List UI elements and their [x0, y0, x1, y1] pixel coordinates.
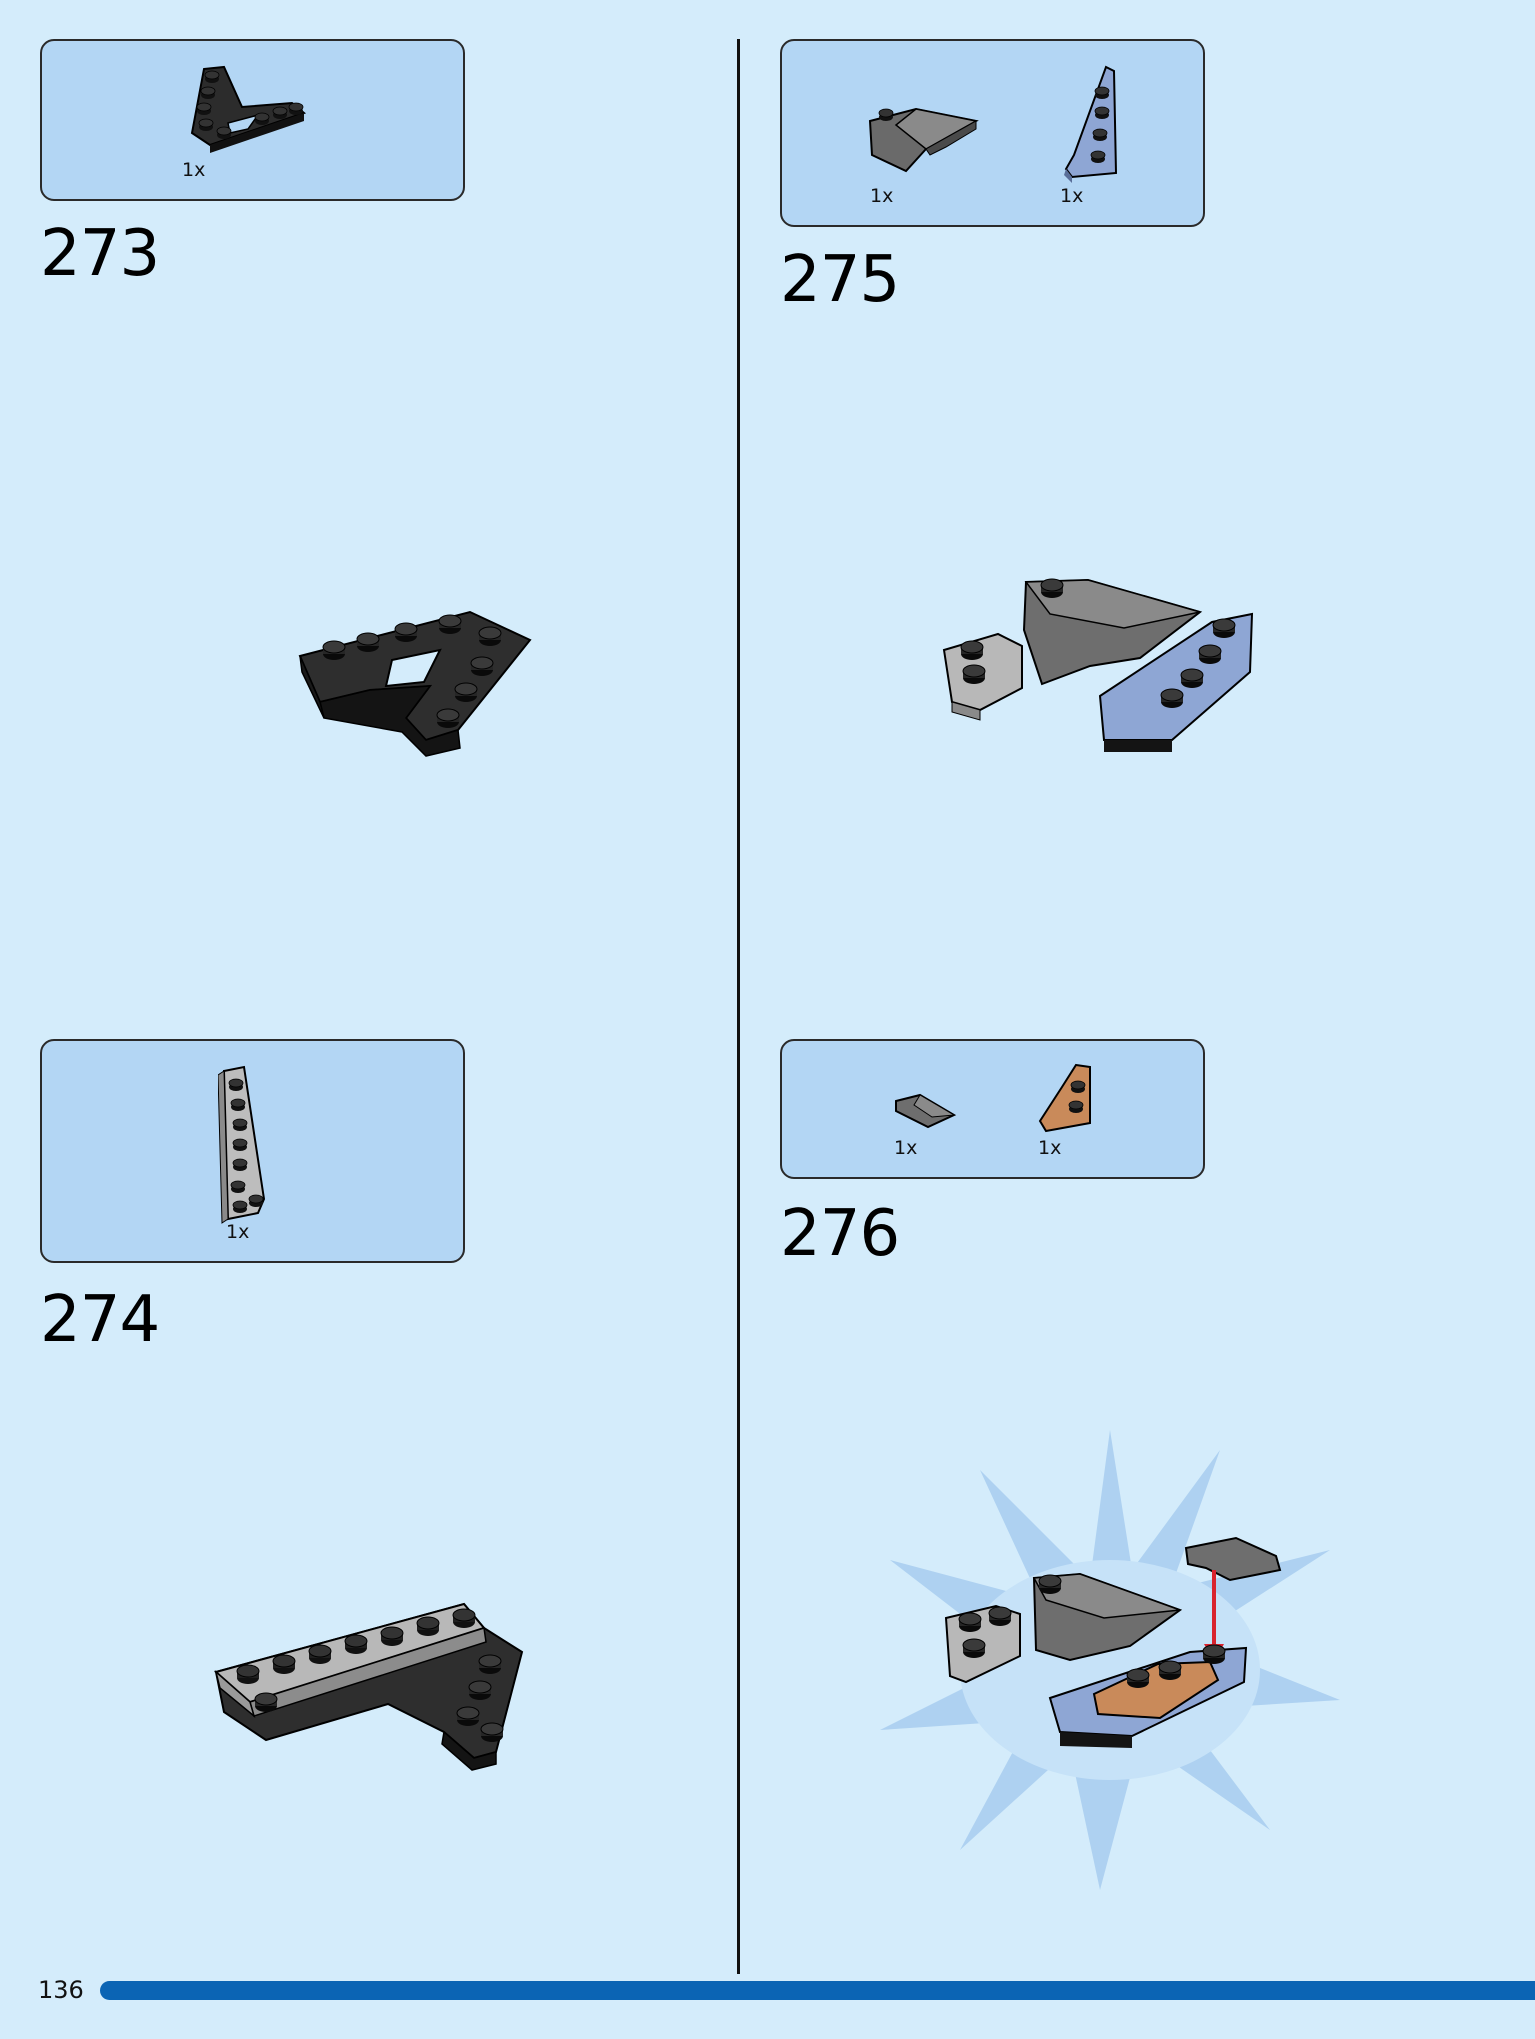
- step-number-275: 275: [780, 243, 900, 317]
- light-gray-wedge-plate-part: [218, 1065, 266, 1224]
- footer-progress-bar: [100, 1981, 1535, 2000]
- nougat-wedge-plate-part: [1038, 1063, 1091, 1133]
- parts-callout-274: 1x: [40, 1039, 465, 1263]
- page-number: 136: [38, 1976, 84, 2004]
- sand-blue-wedge-plate-part: [1064, 65, 1118, 183]
- step-276-model: [880, 1430, 1340, 1890]
- step-274-model: [213, 1602, 524, 1771]
- dark-gray-slope-part: [895, 1093, 957, 1129]
- part-quantity: 1x: [894, 1137, 918, 1159]
- part-quantity: 1x: [1060, 185, 1084, 207]
- part-quantity: 1x: [182, 159, 206, 181]
- parts-callout-276: 1x 1x: [780, 1039, 1205, 1179]
- part-quantity: 1x: [1038, 1137, 1062, 1159]
- black-wedge-plate-part: [190, 65, 307, 153]
- step-number-274: 274: [40, 1283, 160, 1357]
- parts-callout-273: 1x: [40, 39, 465, 201]
- column-divider: [737, 39, 740, 1974]
- dark-gray-wedge-slope-part: [868, 107, 979, 173]
- parts-callout-275: 1x 1x: [780, 39, 1205, 227]
- step-273-model: [298, 610, 532, 757]
- step-275-model: [942, 578, 1254, 752]
- step-number-273: 273: [40, 217, 160, 291]
- part-quantity: 1x: [226, 1221, 250, 1243]
- part-quantity: 1x: [870, 185, 894, 207]
- step-number-276: 276: [780, 1197, 900, 1271]
